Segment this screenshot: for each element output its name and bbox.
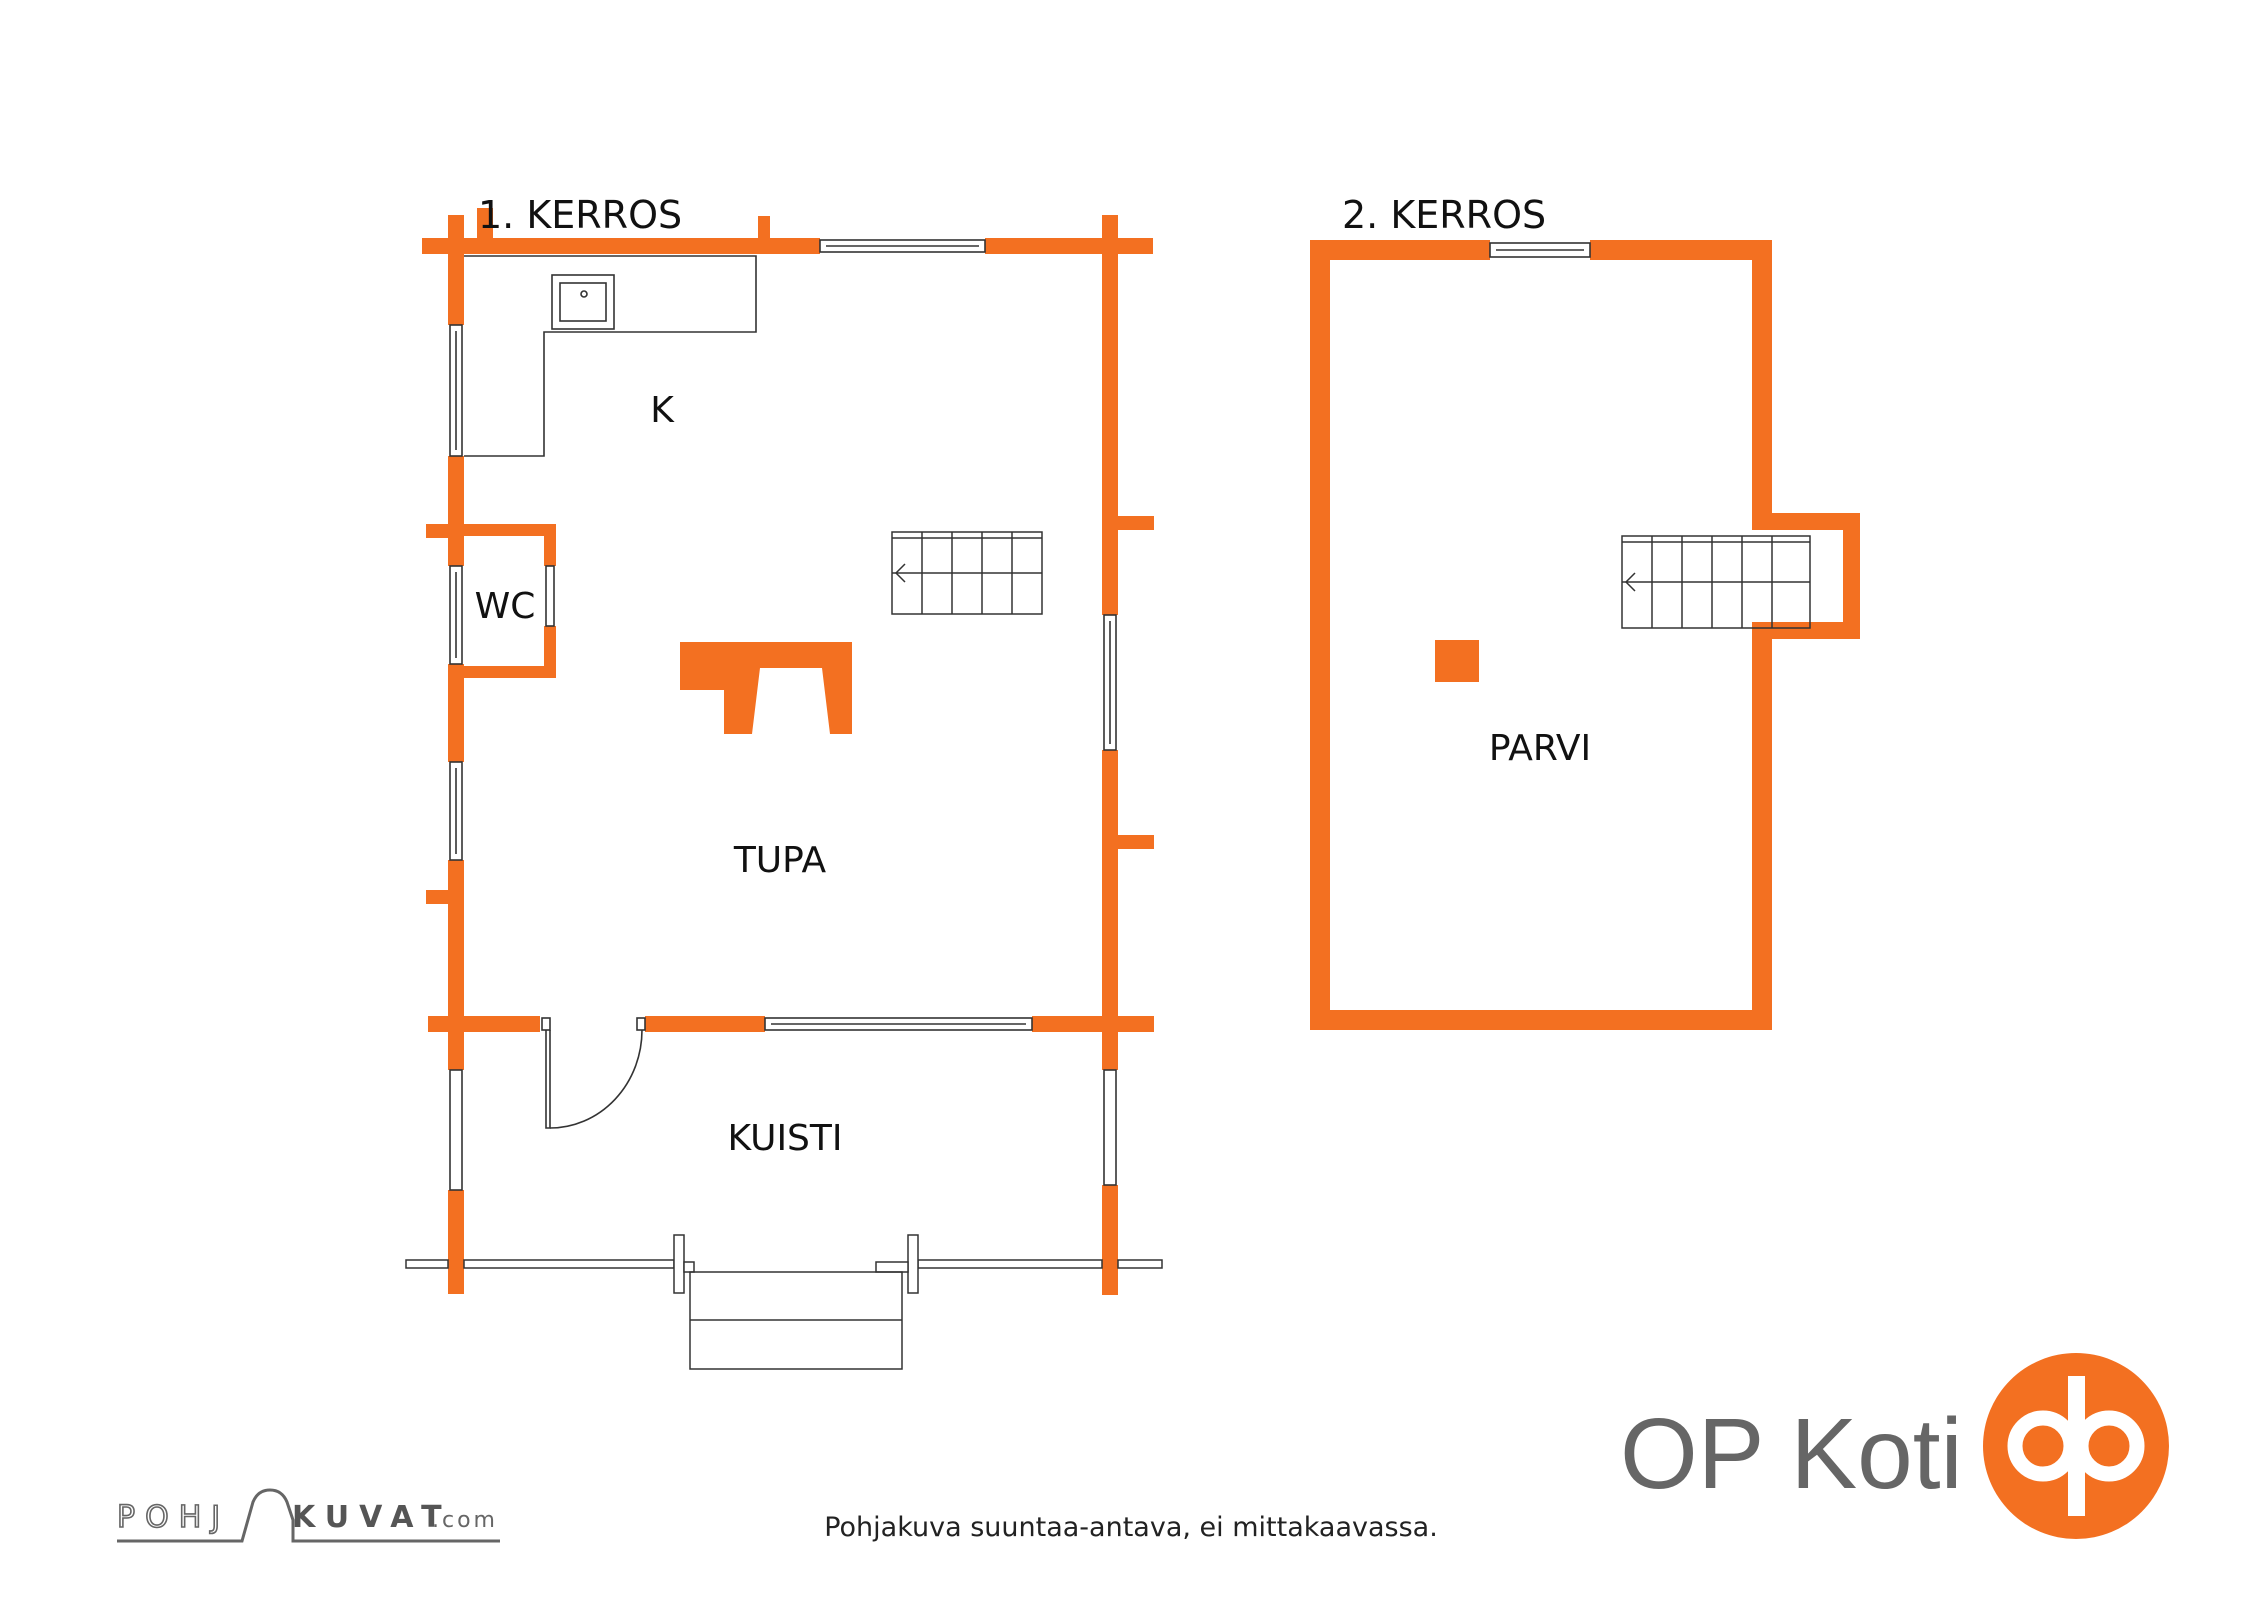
sink-icon — [551, 274, 615, 330]
pohjakuvat-logo: POHJ KUVAT .com — [116, 1488, 500, 1543]
pohjakuvat-arch-icon — [117, 1488, 500, 1543]
first-floor-title: 1. KERROS — [478, 193, 682, 237]
op-logo-icon — [1983, 1353, 2169, 1539]
entrance-door-icon — [541, 1017, 646, 1129]
brand-name: OP Koti — [1620, 1398, 1963, 1510]
first-floor — [405, 208, 1163, 1370]
second-floor — [1310, 240, 1860, 1030]
porch-steps — [689, 1271, 903, 1370]
first-floor-windows — [449, 239, 1117, 1191]
stairs-icon — [1621, 535, 1811, 629]
stairs-icon — [891, 531, 1043, 615]
pohjakuvat-logo-left: POHJ — [117, 1500, 230, 1535]
disclaimer-note: Pohjakuva suuntaa-antava, ei mittakaavas… — [824, 1512, 1438, 1543]
room-label-kitchen: K — [650, 390, 675, 431]
second-floor-windows — [1489, 242, 1591, 258]
pohjakuvat-logo-domain: .com — [432, 1508, 498, 1533]
second-floor-walls — [1310, 240, 1860, 1030]
porch-railing — [405, 1234, 1163, 1294]
room-label-tupa: TUPA — [733, 840, 827, 881]
pohjakuvat-logo-right: KUVAT — [292, 1500, 452, 1535]
room-label-parvi: PARVI — [1489, 728, 1591, 769]
room-label-kuisti: KUISTI — [727, 1118, 842, 1159]
room-label-wc: WC — [475, 586, 536, 627]
second-floor-title: 2. KERROS — [1342, 193, 1546, 237]
kitchen-counter — [464, 255, 757, 457]
first-floor-walls — [422, 208, 1154, 1295]
